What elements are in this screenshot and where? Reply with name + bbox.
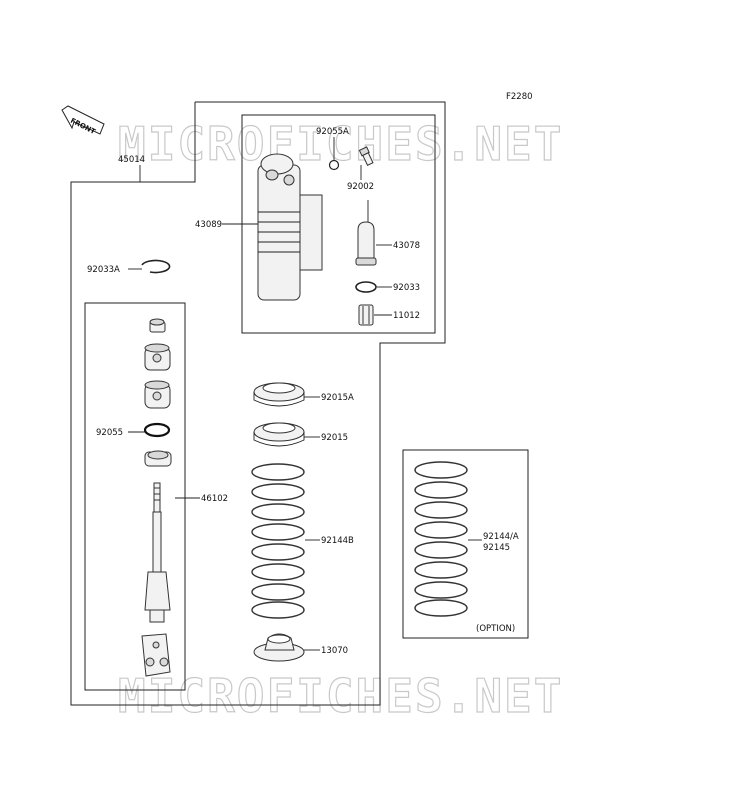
label-92145: 92145 [483,543,510,553]
piston-rod-46102 [141,482,171,677]
label-46102: 46102 [201,494,228,504]
watermark-top: MICROFICHES.NET [118,117,563,171]
label-92055A: 92055A [316,127,349,137]
label-92144A: 92144/A [483,532,519,542]
label-92015: 92015 [321,433,348,443]
front-arrow-icon: FRONT [61,105,105,136]
rod-box [84,302,186,691]
assembly-outline [70,101,446,706]
label-43078: 43078 [393,241,420,251]
label-92015A: 92015A [321,393,354,403]
circlip-92033A [141,259,171,274]
label-45014: 45014 [118,155,145,165]
watermark-bottom: MICROFICHES.NET [118,669,563,723]
o-ring-92055A [328,159,340,171]
ring-nut-92015A [253,382,305,407]
valve-upper [144,343,171,371]
figure-code: F2280 [506,92,533,102]
label-92144B: 92144B [321,536,354,546]
seal-head [144,450,172,467]
spring-92144B [251,463,305,619]
spring-92144-option [414,461,468,617]
bolt-92002 [358,146,374,166]
o-ring-92055 [143,422,171,438]
label-13070: 13070 [321,646,348,656]
label-43089: 43089 [195,220,222,230]
label-92002: 92002 [347,182,374,192]
spring-seat-13070 [253,633,305,662]
lock-nut-92015 [253,422,305,447]
option-box [402,449,529,639]
label-92033A: 92033A [87,265,120,275]
label-92033: 92033 [393,283,420,293]
label-11012: 11012 [393,311,420,321]
cap-11012 [358,304,374,326]
shock-body-43089 [257,153,323,301]
bladder-43078 [355,200,377,266]
snap-ring-92033 [355,281,377,293]
valve-lower [144,380,171,409]
option-label: (OPTION) [476,624,515,634]
nut [149,318,166,333]
label-92055: 92055 [96,428,123,438]
